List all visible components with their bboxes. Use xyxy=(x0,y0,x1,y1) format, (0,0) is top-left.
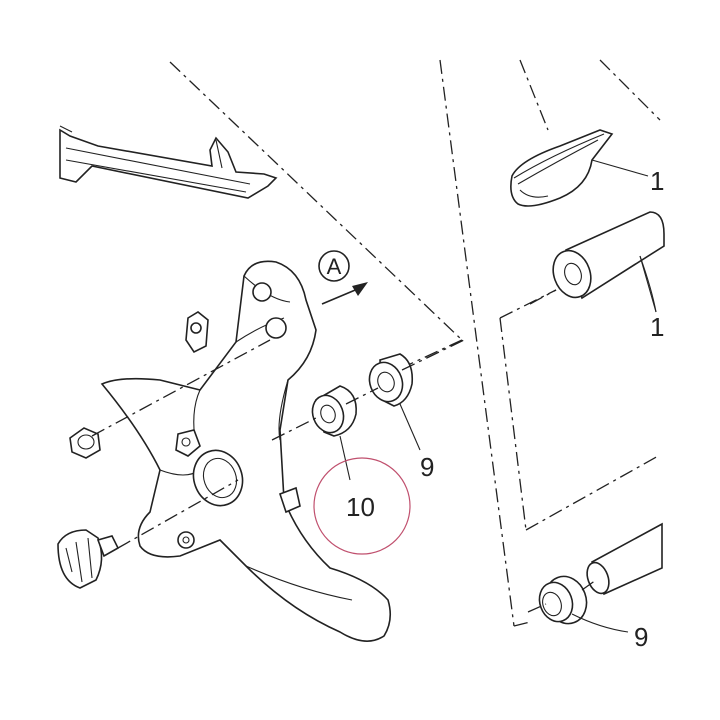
highlight-circle xyxy=(313,457,411,555)
rubber-pad-part xyxy=(510,129,649,207)
view-marker-circle xyxy=(318,250,350,282)
callout-bushing-seal: 9 xyxy=(420,452,434,482)
callout-bushing-seal-lower: 9 xyxy=(634,622,648,652)
bushing-part xyxy=(311,385,357,437)
callout-tube-right: 1 xyxy=(650,312,664,342)
callout-bushing: 10 xyxy=(346,492,375,522)
bolt-part xyxy=(57,529,120,589)
view-arrow-a: A xyxy=(318,250,368,305)
upper-arm-part xyxy=(59,125,278,199)
nut-part xyxy=(69,427,101,459)
lower-tube-part xyxy=(586,522,663,596)
knuckle-part xyxy=(100,260,392,642)
axis-lines xyxy=(91,289,597,613)
boundary-lines xyxy=(169,59,661,627)
lower-seal-part xyxy=(538,575,629,633)
upper-seal-part xyxy=(368,353,414,407)
upper-tube-part xyxy=(552,211,665,313)
callout-washer-top-right: 1 xyxy=(650,166,664,196)
leader-lines xyxy=(339,255,657,481)
view-marker-label: A xyxy=(327,254,342,279)
arrow-head-icon xyxy=(352,282,368,296)
